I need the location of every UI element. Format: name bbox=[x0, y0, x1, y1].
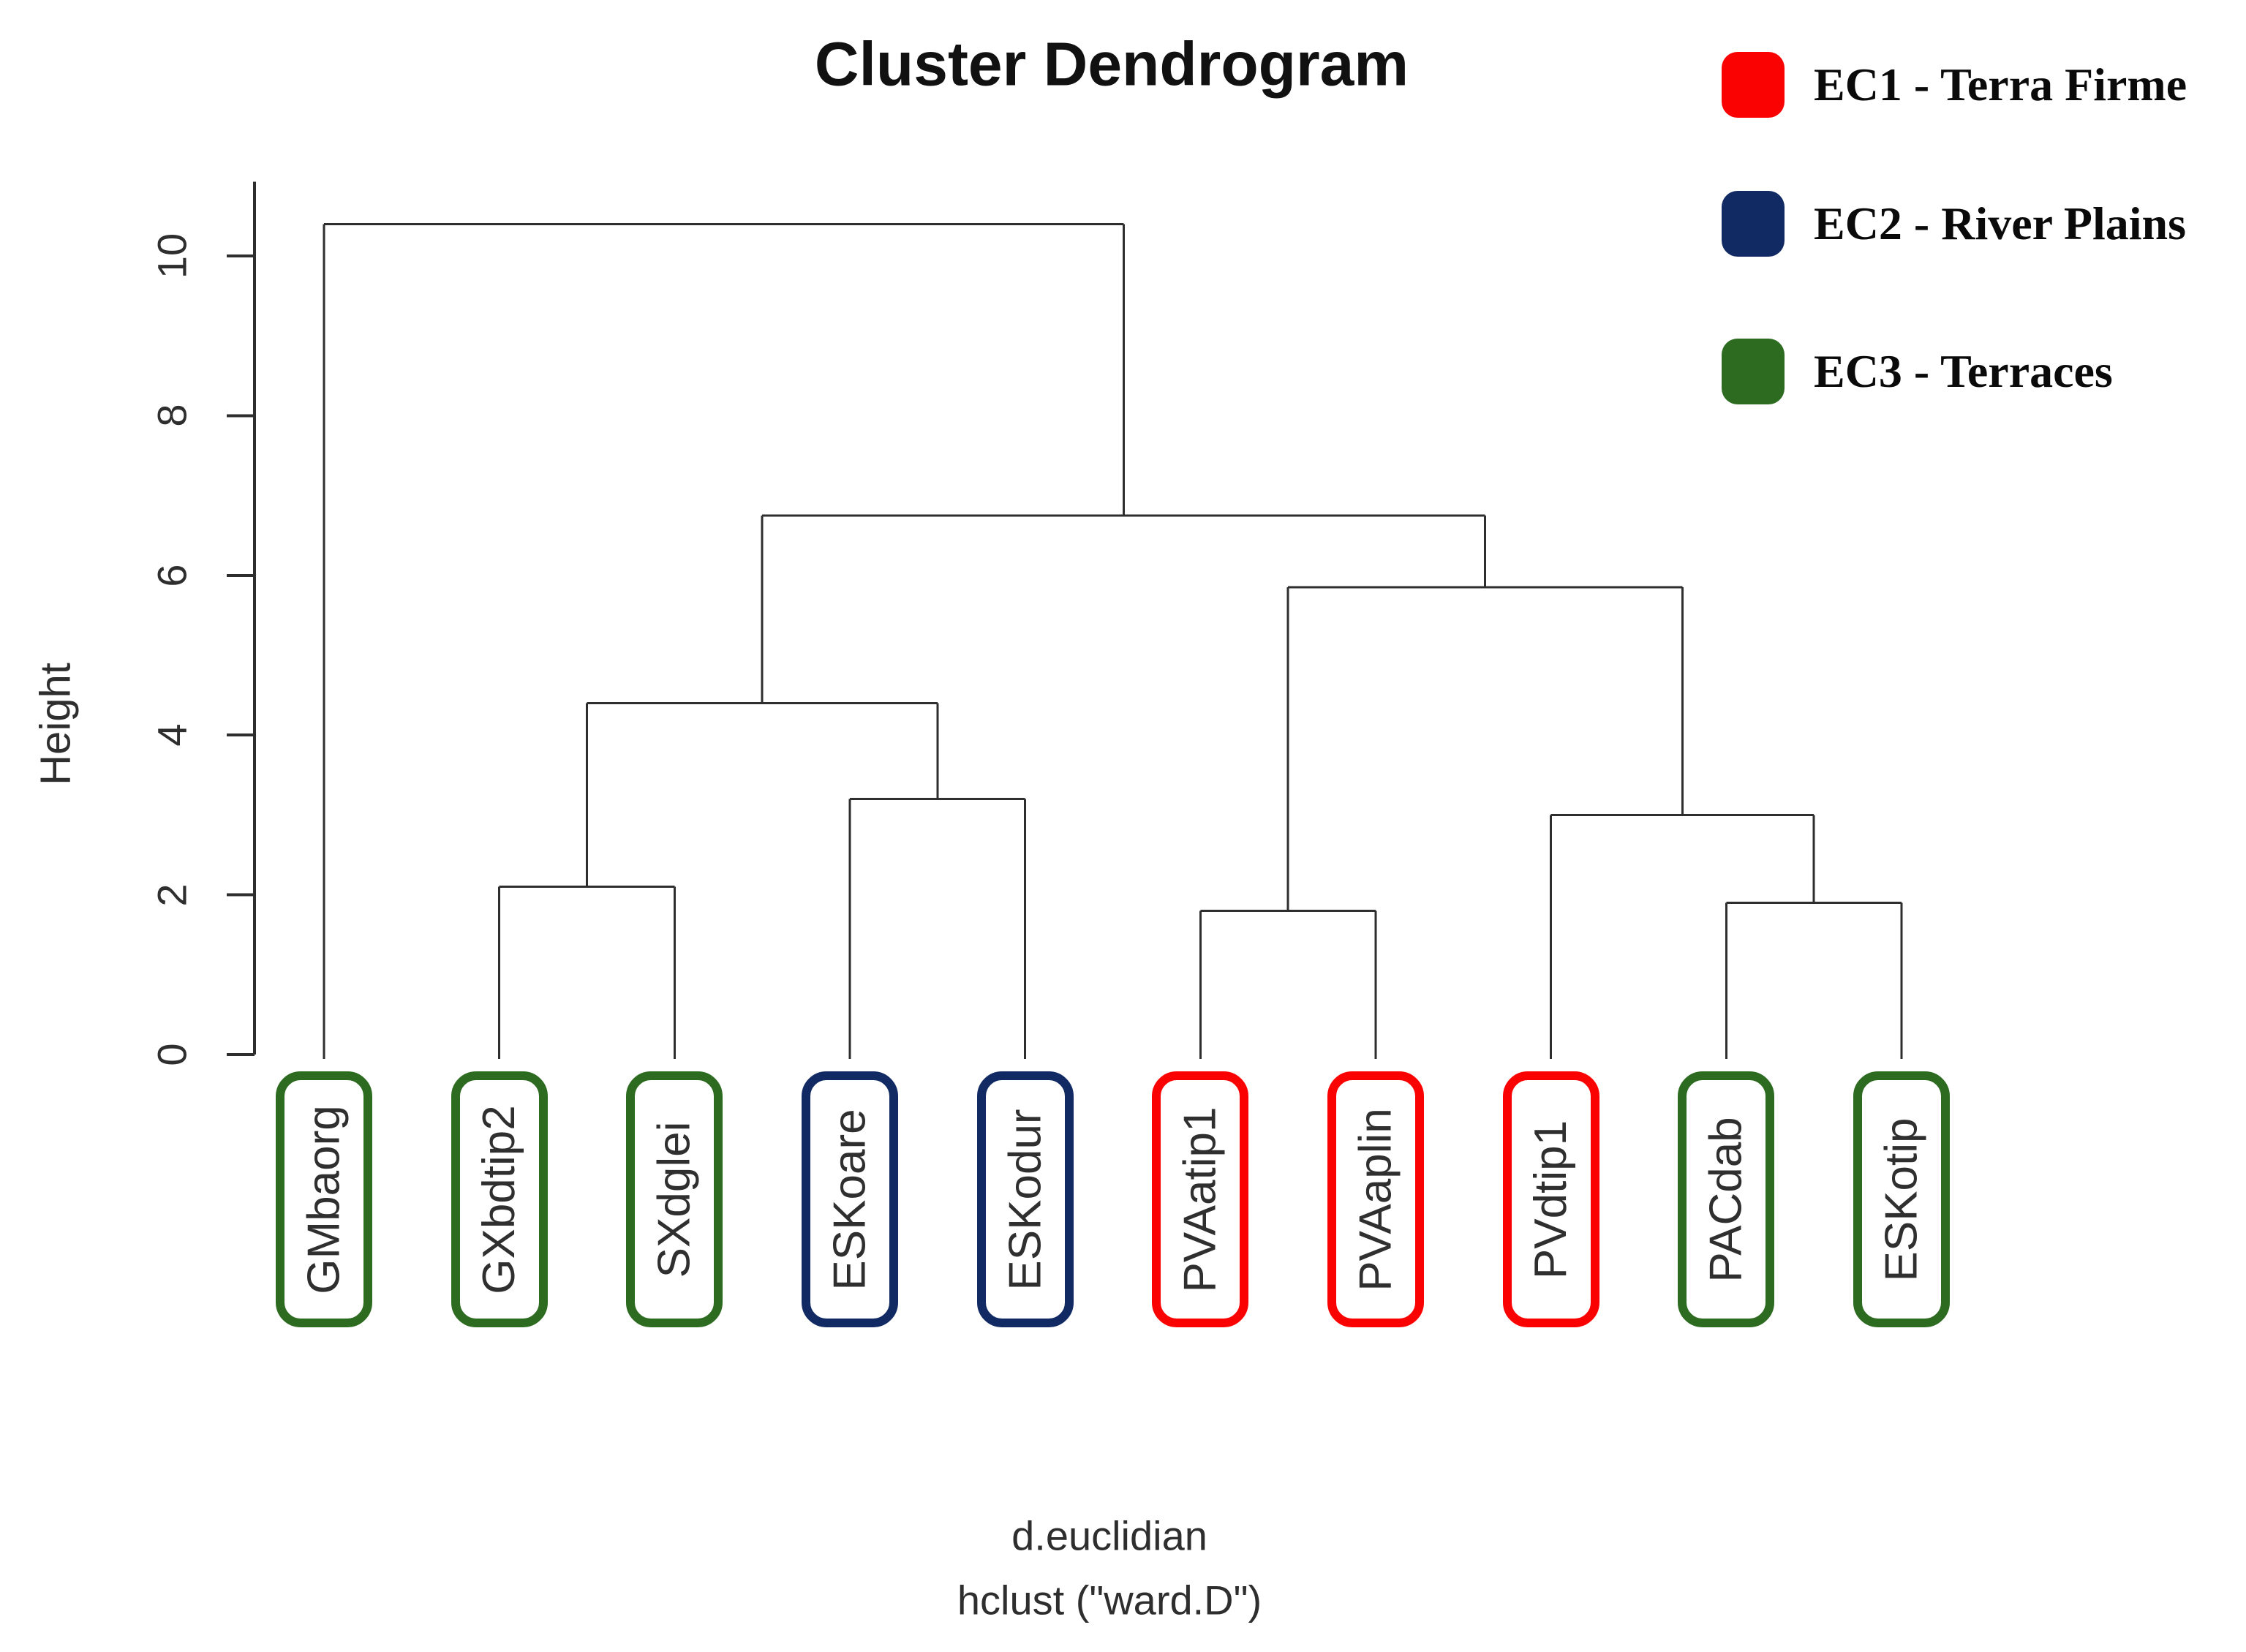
leaf-box-gmbaorg: GMbaorg bbox=[276, 1071, 372, 1327]
leaf-box-eskoare: ESKoare bbox=[801, 1071, 898, 1327]
legend-item-ec3: EC3 - Terraces bbox=[1722, 338, 2113, 405]
leaf-box-pvaatip1: PVAatip1 bbox=[1152, 1071, 1249, 1327]
leaf-box-eskotip: ESKotip bbox=[1853, 1071, 1950, 1327]
legend-label-ec1: EC1 - Terra Firme bbox=[1814, 59, 2187, 110]
leaf-box-eskodur: ESKodur bbox=[976, 1071, 1074, 1327]
y-tick-label-6: 6 bbox=[148, 564, 195, 587]
leaf-label: ESKoare bbox=[824, 1108, 875, 1291]
leaf-label: PVAatip1 bbox=[1175, 1106, 1226, 1292]
legend-item-ec2: EC2 - River Plains bbox=[1722, 190, 2186, 257]
leaf-label: PACdab bbox=[1700, 1116, 1752, 1283]
caption-distance-method: d.euclidian bbox=[1011, 1512, 1207, 1559]
leaf-box-pacdab: PACdab bbox=[1678, 1071, 1775, 1327]
leaf-label: ESKodur bbox=[1000, 1108, 1051, 1291]
leaf-label: GMbaorg bbox=[298, 1104, 350, 1294]
leaf-box-gxbdtip2: GXbdtip2 bbox=[451, 1071, 548, 1327]
leaf-box-pvdtip1: PVdtip1 bbox=[1502, 1071, 1599, 1327]
y-tick-label-2: 2 bbox=[148, 883, 195, 907]
leaf-box-sxdglei: SXdglei bbox=[626, 1071, 723, 1327]
leaf-label: PVAaplin bbox=[1350, 1107, 1401, 1291]
legend-swatch-ec2 bbox=[1722, 191, 1785, 257]
leaf-label: PVdtip1 bbox=[1526, 1120, 1577, 1279]
leaf-box-pvaaplin: PVAaplin bbox=[1327, 1071, 1424, 1327]
legend-label-ec2: EC2 - River Plains bbox=[1814, 197, 2187, 249]
legend-swatch-ec1 bbox=[1722, 52, 1785, 118]
chart-title: Cluster Dendrogram bbox=[814, 29, 1409, 99]
leaf-label: GXbdtip2 bbox=[474, 1104, 525, 1294]
leaf-label: ESKotip bbox=[1876, 1117, 1927, 1282]
leaf-label: SXdglei bbox=[649, 1121, 700, 1278]
caption-clustering-method: hclust ("ward.D") bbox=[957, 1577, 1262, 1623]
y-tick-label-0: 0 bbox=[148, 1043, 195, 1066]
y-tick-label-8: 8 bbox=[148, 404, 195, 427]
legend-swatch-ec3 bbox=[1722, 339, 1785, 404]
y-tick-label-4: 4 bbox=[148, 723, 195, 747]
y-axis-title: Height bbox=[31, 663, 80, 785]
y-tick-label-10: 10 bbox=[148, 233, 195, 279]
legend-item-ec1: EC1 - Terra Firme bbox=[1722, 51, 2187, 118]
legend-label-ec3: EC3 - Terraces bbox=[1814, 345, 2113, 397]
